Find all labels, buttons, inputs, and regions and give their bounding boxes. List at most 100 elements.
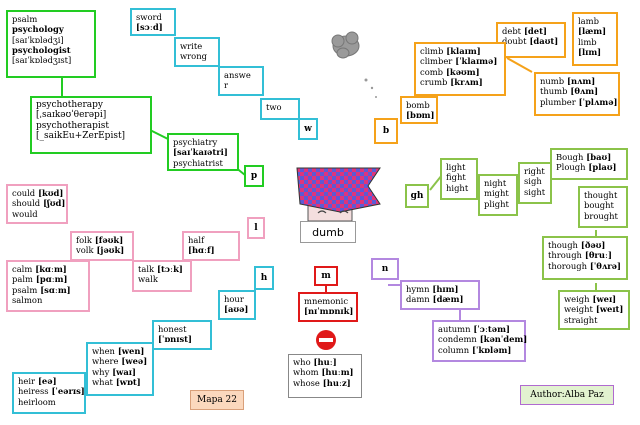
word-line: two <box>266 102 282 112</box>
word-line: who [huː] <box>293 357 337 367</box>
word-line: bought <box>584 200 614 211</box>
word-line: heir [eə] <box>18 376 57 386</box>
word-line: should [ʃʊd] <box>12 198 66 209</box>
word-line: [bɒm] <box>406 110 435 121</box>
word-line: limb <box>578 36 597 47</box>
map-label: Mapa 22 <box>190 390 244 410</box>
word-line: [ˈɒnɪst] <box>158 334 192 345</box>
word-line: autumn [ˈɔːtəm] <box>438 324 510 334</box>
word-line: [læm] <box>578 26 607 37</box>
word-line: fight <box>446 172 466 183</box>
talk-box: talk [tɔːk]walk <box>132 260 192 292</box>
word-line: psychiatrist <box>173 157 223 168</box>
word-line: when [wen] <box>92 346 145 356</box>
letter-l: l <box>247 217 265 239</box>
word-line: straight <box>564 314 598 325</box>
word-line: sigh <box>524 176 542 187</box>
word-line: sword <box>136 12 162 22</box>
word-line: thumb [θʌm] <box>540 86 599 97</box>
though-box: though [ðəʊ]through [θruː]thorough [ˈθʌr… <box>542 236 628 280</box>
word-line: plight <box>484 198 509 209</box>
word-line: numb [nʌm] <box>540 76 596 86</box>
word-line: column [ˈkɒləm] <box>438 344 512 355</box>
connector-line <box>149 129 171 141</box>
word-line: debt [det] <box>502 26 547 36</box>
autumn-box: autumn [ˈɔːtəm]condemn [kənˈdem]column [… <box>432 320 528 362</box>
folk-box: folk [fəʊk]volk [jəʊk] <box>70 231 134 261</box>
word-line: psychotherapist <box>36 120 110 131</box>
word-line: mnemonic <box>304 296 349 306</box>
word-line: Plough [plaʊ] <box>556 162 617 173</box>
word-line: condemn [kənˈdem] <box>438 334 528 345</box>
lamb-box: lamb[læm]limb[lɪm] <box>572 12 618 66</box>
word-line: bomb <box>406 100 430 110</box>
word-line: though [ðəʊ] <box>548 240 606 250</box>
psychiatry-box: psychiatry[saɪˈkaɪətri]psychiatrist <box>167 133 239 171</box>
word-line: [_saikEu+ZerEpist] <box>36 130 126 141</box>
word-line: [lɪm] <box>578 46 602 57</box>
when-box: when [wen]where [weə]why [waɪ]what [wɒt] <box>86 342 154 396</box>
word-line: what [wɒt] <box>92 376 141 387</box>
word-line: climber [ˈklaɪmə] <box>420 56 498 67</box>
word-line: comb [kəʊm] <box>420 66 480 77</box>
half-box: half[hɑːf] <box>182 231 240 261</box>
word-line: honest <box>158 324 187 334</box>
word-line: [nɪˈmɒnɪk] <box>304 306 354 317</box>
mnemonic-box: mnemonic[nɪˈmɒnɪk] <box>298 292 358 322</box>
word-line: [sɔːd] <box>136 22 163 33</box>
word-line: answe <box>224 70 251 80</box>
who-box: who [huː]whom [huːm]whose [huːz] <box>288 354 362 398</box>
word-line: heirloom <box>18 396 56 407</box>
center-word: dumb <box>300 221 356 243</box>
word-line: light <box>446 162 466 172</box>
hymn-box: hymn [hɪm]damn [dæm] <box>400 280 480 310</box>
word-line: palm [pɑːm] <box>12 274 68 285</box>
word-line: psalm [sɑːm] <box>12 284 71 295</box>
hour-box: hour[aʊə] <box>218 290 256 320</box>
word-line: climb [klaɪm] <box>420 46 481 56</box>
word-line: write <box>180 41 203 51</box>
word-line: [hɑːf] <box>188 245 215 256</box>
word-line: hymn [hɪm] <box>406 284 459 294</box>
author-label: Author:Alba Paz <box>520 385 614 405</box>
word-line: might <box>484 188 509 199</box>
could-box: could [kʊd]should [ʃʊd]would <box>6 184 68 224</box>
word-line: psychologist <box>12 44 71 55</box>
word-line: weight [weɪt] <box>564 304 624 315</box>
letter-b: b <box>374 118 398 144</box>
bomb-box: bomb[bɒm] <box>400 96 438 124</box>
word-line: would <box>12 208 38 219</box>
word-line: thought <box>584 190 618 200</box>
sword-box: sword[sɔːd] <box>130 8 176 36</box>
no-entry-icon <box>316 330 336 350</box>
word-line: damn [dæm] <box>406 294 464 305</box>
letter-m: m <box>314 266 338 286</box>
word-line: folk [fəʊk] <box>76 235 124 245</box>
word-line: volk [jəʊk] <box>76 245 125 256</box>
word-line: could [kʊd] <box>12 188 64 198</box>
word-line: whom [huːm] <box>293 367 354 378</box>
word-line: sight <box>524 186 546 197</box>
word-line: night <box>484 178 507 188</box>
thought-cloud-icon <box>331 31 377 98</box>
word-line: thorough [ˈθʌrə] <box>548 260 621 271</box>
two-box: two <box>260 98 300 120</box>
connector-line <box>506 57 533 73</box>
honest-box: honest[ˈɒnɪst] <box>152 320 212 350</box>
word-line: brought <box>584 210 618 221</box>
letter-w: w <box>298 118 318 140</box>
calm-box: calm [kɑːm]palm [pɑːm]psalm [sɑːm]salmon <box>6 260 90 312</box>
word-line: doubt [daʊt] <box>502 36 559 47</box>
word-line: lamb <box>578 16 599 26</box>
weigh-box: weigh [weɪ]weight [weɪt]straight <box>558 290 630 330</box>
word-line: [ˌsaɪkəʊˈθerəpi] <box>36 110 107 121</box>
letter-h: h <box>254 266 274 290</box>
letter-n: n <box>371 258 399 280</box>
word-line: right <box>524 166 545 176</box>
